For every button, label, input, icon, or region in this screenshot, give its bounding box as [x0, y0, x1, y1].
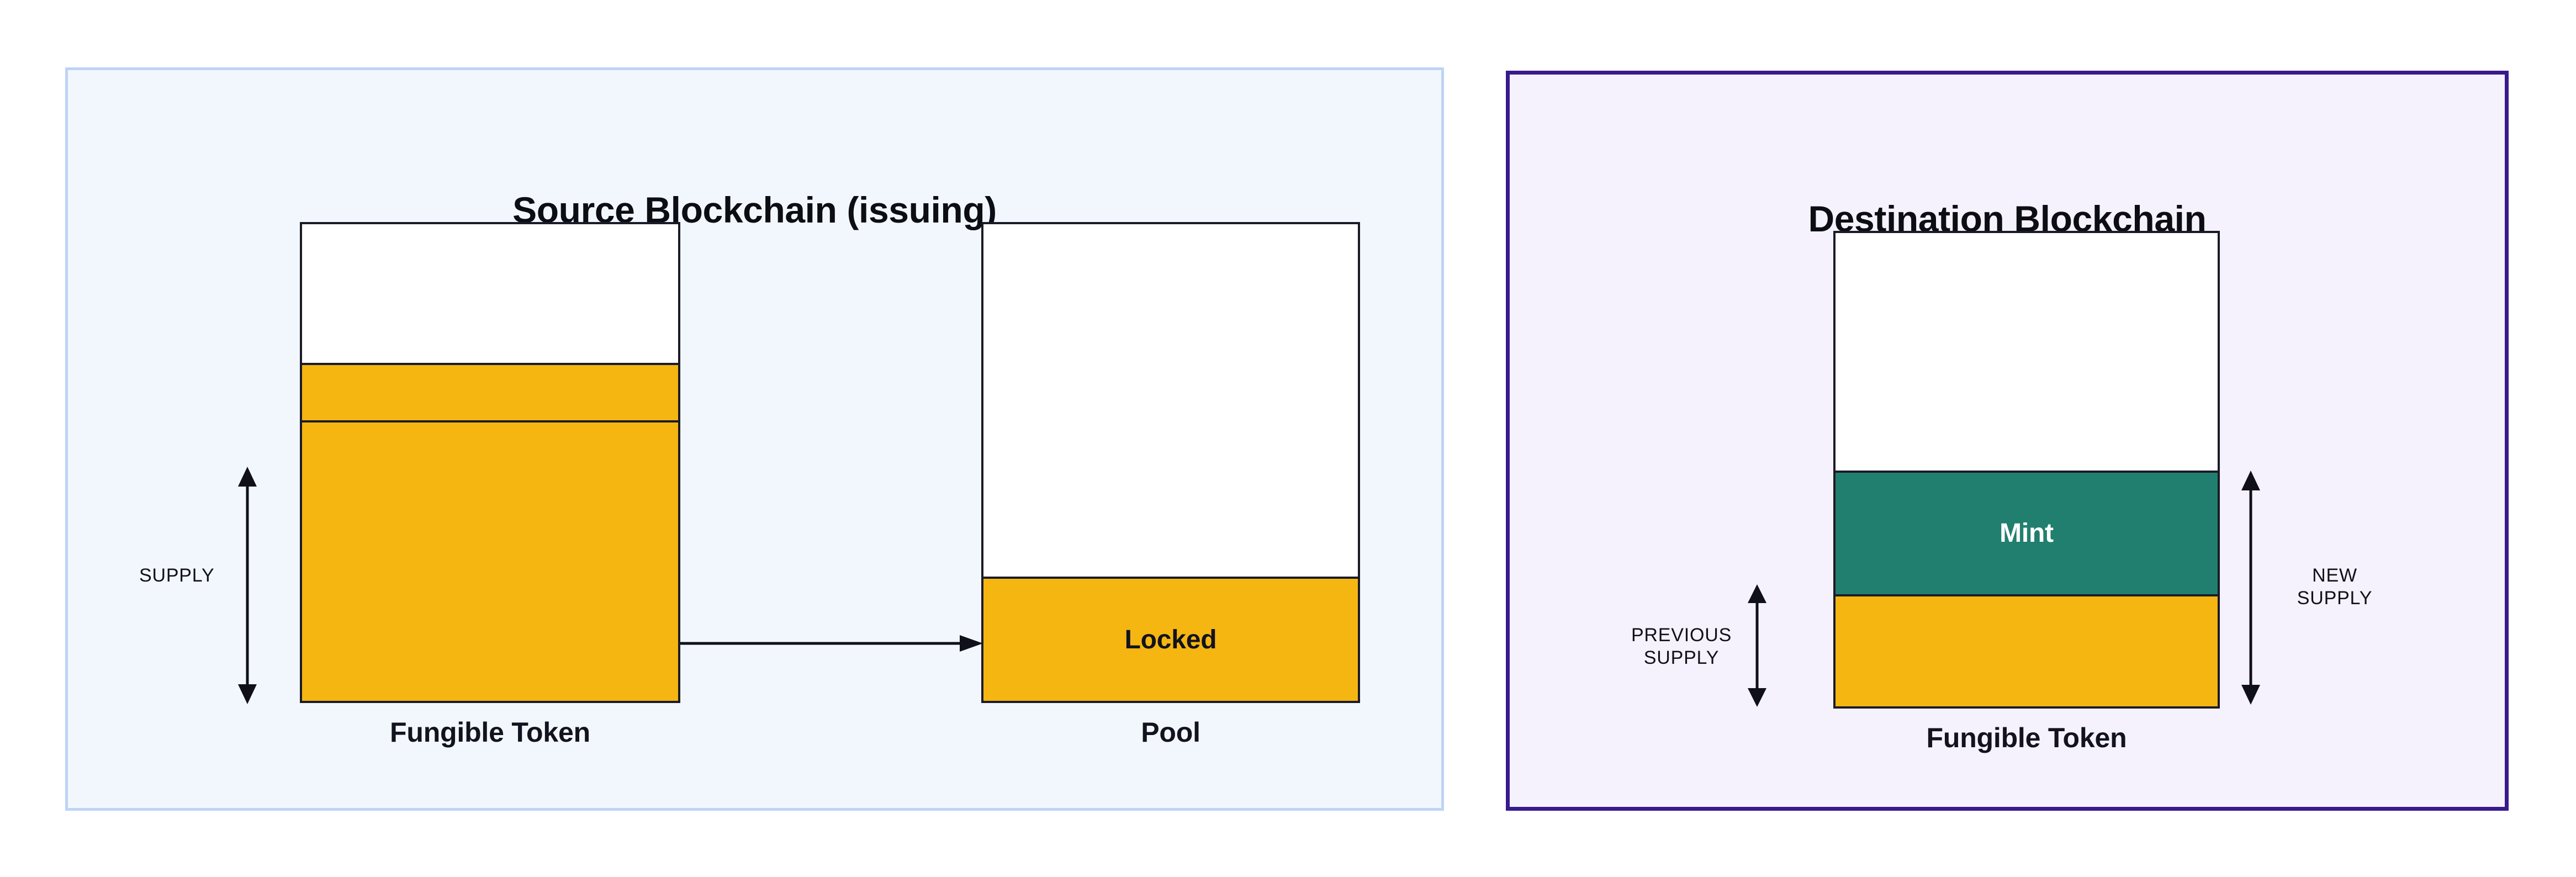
- supply-measure-label: SUPPLY: [139, 565, 215, 586]
- destination-token-mint-label: Mint: [2000, 519, 2054, 548]
- destination-token-mint-amount: Mint: [1836, 471, 2218, 594]
- source-fungible-token-bar: Fungible Token: [300, 222, 680, 748]
- new-supply-measure-label: NEW SUPPLY: [2297, 565, 2373, 609]
- source-token-transferred-amount: [302, 363, 678, 420]
- transfer-arrow: [680, 634, 983, 653]
- previous-supply-measure-label: PREVIOUS SUPPLY: [1631, 625, 1732, 669]
- pool-locked-label: Locked: [1124, 625, 1217, 654]
- destination-token-unused-capacity: [1836, 233, 2218, 471]
- source-token-remaining-amount: [302, 420, 678, 701]
- source-token-unused-capacity: [302, 224, 678, 363]
- transfer-arrow-icon: [680, 635, 983, 652]
- pool-caption: Pool: [1141, 717, 1200, 748]
- destination-token-previous-amount: [1836, 594, 2218, 706]
- double-arrow-vertical-icon: [238, 467, 257, 704]
- destination-fungible-token-bar: Mint Fungible Token: [1833, 231, 2220, 753]
- supply-measure-arrow: [237, 467, 257, 704]
- double-arrow-vertical-icon: [1748, 584, 1766, 707]
- previous-supply-measure-arrow: [1747, 584, 1767, 707]
- source-fungible-token-caption: Fungible Token: [390, 717, 590, 748]
- pool-locked-amount: Locked: [983, 577, 1358, 701]
- double-arrow-vertical-icon: [2241, 471, 2260, 705]
- new-supply-measure-arrow: [2241, 471, 2261, 705]
- destination-fungible-token-caption: Fungible Token: [1926, 722, 2127, 753]
- pool-bar: Locked Pool: [981, 222, 1360, 748]
- pool-empty-capacity: [983, 224, 1358, 577]
